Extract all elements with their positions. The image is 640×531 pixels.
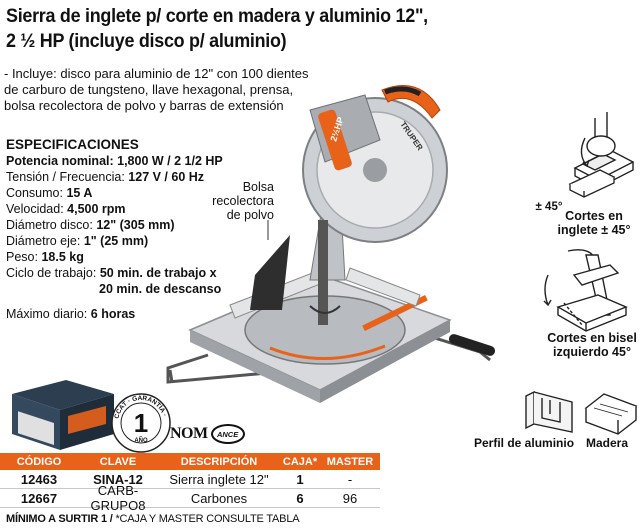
callout-miter-1: Cortes en: [565, 209, 623, 223]
header-caja: CAJA*: [282, 455, 318, 468]
cell-descripcion: Sierra inglete 12": [169, 471, 269, 487]
callout-bevel: Cortes en bisel izquierdo 45°: [545, 331, 639, 359]
warranty-year: AÑO: [134, 437, 148, 444]
spec-duty-value-1: 50 min. de trabajo x: [99, 266, 217, 280]
nom-logo: NOM: [170, 425, 208, 442]
cell-master: -: [347, 471, 353, 487]
spec-voltage: Tensión / Frecuencia: 127 V / 60 Hz: [6, 169, 266, 185]
spec-power: Potencia nominal: 1,800 W / 2 1/2 HP: [6, 154, 223, 168]
spec-speed: Velocidad: 4,500 rpm: [6, 201, 266, 217]
angle-scale: [269, 344, 386, 360]
spec-duty-cycle: Ciclo de trabajo: 50 min. de trabajo x: [6, 265, 266, 281]
title-line-1: Sierra de inglete p/ corte en madera y a…: [6, 5, 428, 27]
callout-miter: Cortes en inglete ± 45°: [548, 209, 640, 237]
table-row: 12463 SINA-12 Sierra inglete 12" 1 -: [0, 470, 380, 489]
cell-codigo: 12667: [20, 490, 58, 506]
includes-line-2: de carburo de tungsteno, llave hexagonal…: [4, 82, 294, 97]
clamp-arc: [309, 305, 341, 314]
base-side-right: [320, 320, 450, 403]
warranty-seal: 1 AÑO CCAT · GARANTÍA ·: [111, 393, 171, 453]
spec-voltage-label: Tensión / Frecuencia:: [6, 170, 125, 184]
handle-grip: [384, 86, 422, 97]
dust-bag: [250, 235, 290, 310]
label-wood: Madera: [586, 436, 629, 450]
blade-arbor: [363, 158, 387, 182]
miter-wood-piece: [568, 169, 616, 198]
cell-descripcion: Carbones: [190, 490, 248, 506]
clamp-rod: [318, 220, 328, 325]
spec-arbor-value: 1" (25 mm): [83, 234, 149, 248]
spec-weight: Peso: 18.5 kg: [6, 249, 266, 265]
label-aluminum-profile: Perfil de aluminio: [474, 436, 575, 450]
includes-line-1: - Incluye: disco para aluminio de 12" co…: [4, 66, 309, 81]
spec-arbor: Diámetro eje: 1" (25 mm): [6, 233, 266, 249]
cell-caja: 1: [296, 471, 304, 487]
cell-caja: 6: [296, 490, 304, 506]
bevel-cut-illustration: [543, 249, 628, 332]
miter-saw-image: 2½HP TRUPER: [166, 85, 496, 403]
cell-codigo: 12463: [20, 471, 58, 487]
spec-disc-label: Diámetro disco:: [6, 218, 93, 232]
callout-bolsa-1: Bolsa: [242, 180, 274, 194]
header-clave: CLAVE: [99, 455, 137, 468]
spec-speed-label: Velocidad:: [6, 202, 64, 216]
spec-weight-value: 18.5 kg: [41, 250, 84, 264]
fence-right: [345, 267, 421, 307]
callout-bevel-1: Cortes en bisel: [547, 331, 637, 345]
specifications: ESPECIFICACIONES Potencia nominal: 1,800…: [6, 137, 266, 322]
cell-clave: SINA-12: [93, 471, 143, 487]
header-codigo: CÓDIGO: [16, 455, 62, 468]
product-box-image: [12, 380, 114, 450]
certification-logos: NOM ANCE: [170, 424, 245, 444]
cell-master: 96: [342, 490, 358, 506]
callout-angle-45: ± 45°: [535, 201, 563, 213]
warranty-number: 1: [134, 408, 148, 438]
includes-line-3: bolsa recolectora de polvo y barras de e…: [4, 98, 284, 113]
table-row: 12667 CARB-GRUPO8 Carbones 6 96: [0, 483, 380, 513]
spec-disc-value: 12" (305 mm): [96, 218, 175, 232]
spec-speed-value: 4,500 rpm: [67, 202, 126, 216]
orange-badge: [318, 109, 352, 171]
ance-logo: ANCE: [210, 424, 245, 444]
wood-profile-icon: [584, 393, 638, 435]
table-header: CÓDIGO CLAVE DESCRIPCIÓN CAJA* MASTER: [0, 453, 380, 470]
spec-current-label: Consumo:: [6, 186, 63, 200]
footer-normal: *CAJA Y MASTER CONSULTE TABLA: [115, 513, 300, 525]
includes-text: - Incluye: disco para aluminio de 12" co…: [4, 66, 324, 114]
spec-max-label: Máximo diario:: [6, 307, 88, 321]
product-title: Sierra de inglete p/ corte en madera y a…: [6, 4, 586, 54]
callout-miter-2: inglete ± 45°: [557, 223, 631, 237]
cell-clave: CARB-GRUPO8: [90, 483, 146, 513]
callout-bolsa-2: recolectora: [212, 194, 274, 208]
footer-bold: MÍNIMO A SURTIR 1 /: [6, 513, 116, 525]
product-table: CÓDIGO CLAVE DESCRIPCIÓN CAJA* MASTER 12…: [0, 453, 380, 513]
spec-voltage-value: 127 V / 60 Hz: [128, 170, 205, 184]
aluminum-profile-icon: [525, 390, 573, 433]
base-side-left: [190, 330, 320, 403]
saw-handle: [381, 85, 441, 119]
spec-current-value: 15 A: [66, 186, 93, 200]
spec-weight-label: Peso:: [6, 250, 38, 264]
spec-current: Consumo: 15 A: [6, 185, 266, 201]
callout-bevel-2: izquierdo 45°: [553, 345, 631, 359]
bar-grip: [448, 334, 496, 356]
callout-dust-bag: Bolsa recolectora de polvo: [196, 180, 274, 222]
spec-duty-value-2: 20 min. de descanso: [99, 282, 222, 296]
spec-max-daily: Máximo diario: 6 horas: [6, 306, 266, 322]
spec-disc: Diámetro disco: 12" (305 mm): [6, 217, 266, 233]
spec-arbor-label: Diámetro eje:: [6, 234, 81, 248]
spec-duty-label: Ciclo de trabajo:: [6, 266, 97, 280]
specs-heading: ESPECIFICACIONES: [6, 137, 139, 152]
footer-note: MÍNIMO A SURTIR 1 / *CAJA Y MASTER CONSU…: [6, 513, 300, 525]
spec-max-value: 6 horas: [90, 307, 136, 321]
header-master: MASTER: [326, 455, 374, 468]
title-line-2: 2 ½ HP (incluye disco p/ aluminio): [6, 30, 287, 52]
header-descripcion: DESCRIPCIÓN: [180, 455, 258, 468]
callout-bolsa-3: de polvo: [226, 208, 274, 222]
